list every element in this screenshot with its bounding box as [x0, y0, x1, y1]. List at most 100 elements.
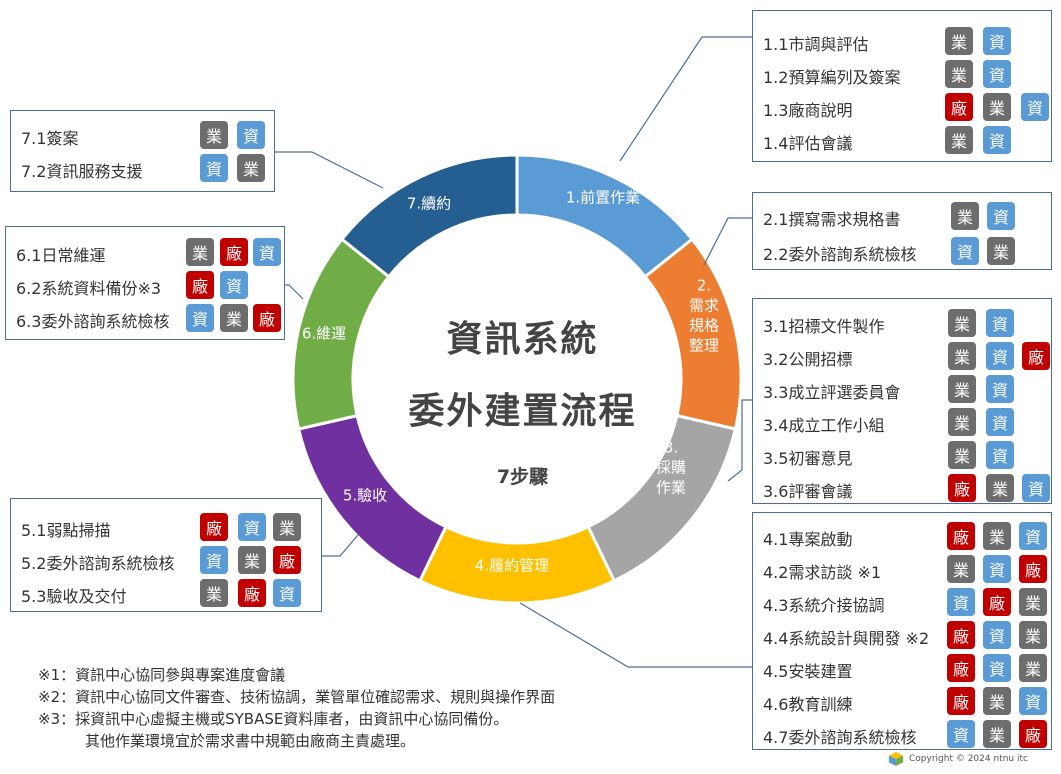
- copyright-text: Copyright © 2024 ntnu itc: [909, 754, 1028, 764]
- connector-step2: [703, 217, 752, 266]
- role-badge-ye: 業: [1019, 621, 1047, 649]
- role-badge-zi: 資: [200, 154, 228, 182]
- task-label: 3.4成立工作小組: [763, 416, 885, 435]
- task-label: 1.4評估會議: [763, 134, 853, 153]
- task-label: 4.3系統介接協調: [763, 596, 885, 615]
- role-badge-ch: 廠: [253, 304, 281, 332]
- role-badge-ye: 業: [200, 121, 228, 149]
- role-badge-ye: 業: [948, 342, 976, 370]
- role-badge-zi: 資: [1019, 522, 1047, 550]
- role-badge-ch: 廠: [238, 579, 266, 607]
- segment-label-4: 4.履約管理: [475, 557, 549, 575]
- connector-step6: [285, 284, 304, 300]
- role-badge-ye: 業: [948, 375, 976, 403]
- role-badge-zi: 資: [1021, 93, 1049, 121]
- role-badge-ch: 廠: [947, 654, 975, 682]
- role-badge-ch: 廠: [947, 687, 975, 715]
- role-badge-ye: 業: [951, 202, 979, 230]
- cube-logo-icon: [889, 752, 903, 766]
- role-badge-zi: 資: [983, 126, 1011, 154]
- connector-step1: [619, 36, 752, 162]
- role-badge-ye: 業: [983, 687, 1011, 715]
- task-label: 5.1弱點掃描: [21, 521, 111, 540]
- segment-label-3-line-1: 3.: [664, 439, 678, 457]
- footnote-1: ※1：資訊中心協同參與專案進度會議: [38, 666, 286, 684]
- task-label: 1.1市調與評估: [763, 35, 869, 54]
- task-label: 3.1招標文件製作: [763, 317, 885, 336]
- connector-step3: [727, 399, 752, 482]
- role-badge-zi: 資: [983, 555, 1011, 583]
- ring-segment-7: [339, 153, 519, 279]
- task-label: 7.1簽案: [21, 129, 79, 148]
- task-label: 4.7委外諮詢系統檢核: [763, 728, 917, 747]
- role-badge-ye: 業: [220, 304, 248, 332]
- role-badge-zi: 資: [986, 375, 1014, 403]
- role-badge-ch: 廠: [1022, 342, 1050, 370]
- role-badge-ye: 業: [983, 522, 1011, 550]
- center-subtitle: 7步驟: [496, 466, 549, 488]
- segment-label-2-line-1: 2.: [697, 277, 711, 295]
- task-label: 3.2公開招標: [763, 350, 853, 369]
- role-badge-zi: 資: [986, 342, 1014, 370]
- task-label: 6.2系統資料備份※3: [16, 279, 162, 298]
- role-badge-zi: 資: [986, 441, 1014, 469]
- role-badge-zi: 資: [200, 546, 228, 574]
- role-badge-ye: 業: [186, 238, 214, 266]
- role-badge-ye: 業: [1019, 654, 1047, 682]
- task-label: 7.2資訊服務支援: [21, 162, 143, 181]
- connector-step4: [519, 602, 752, 668]
- role-badge-zi: 資: [983, 654, 1011, 682]
- segment-label-2-line-4: 整理: [689, 337, 719, 355]
- segment-label-3-line-3: 作業: [656, 479, 686, 497]
- connector-step7: [275, 151, 384, 189]
- task-label: 3.5初審意見: [763, 449, 853, 468]
- role-badge-ch: 廠: [1019, 720, 1047, 748]
- role-badge-ye: 業: [948, 309, 976, 337]
- role-badge-ye: 業: [948, 441, 976, 469]
- segment-label-1: 1.前置作業: [566, 189, 640, 207]
- role-badge-ch: 廠: [220, 238, 248, 266]
- role-badge-zi: 資: [983, 621, 1011, 649]
- task-label: 2.2委外諮詢系統檢核: [763, 245, 917, 264]
- role-badge-ye: 業: [986, 474, 1014, 502]
- role-badge-ch: 廠: [273, 546, 301, 574]
- role-badge-ch: 廠: [947, 522, 975, 550]
- role-badge-ye: 業: [945, 60, 973, 88]
- task-label: 4.1專案啟動: [763, 530, 853, 549]
- role-badge-zi: 資: [220, 271, 248, 299]
- task-label: 5.2委外諮詢系統檢核: [21, 554, 175, 573]
- role-badge-ye: 業: [947, 555, 975, 583]
- role-badge-zi: 資: [983, 27, 1011, 55]
- segment-label-6: 6.維運: [302, 325, 346, 343]
- role-badge-ch: 廠: [947, 621, 975, 649]
- center-title-line2: 委外建置流程: [408, 391, 637, 432]
- role-badge-zi: 資: [986, 309, 1014, 337]
- task-label: 4.6教育訓練: [763, 695, 853, 714]
- task-label: 1.2預算編列及簽案: [763, 68, 901, 87]
- role-badge-zi: 資: [1022, 474, 1050, 502]
- segment-label-5: 5.驗收: [343, 487, 387, 505]
- role-badge-zi: 資: [237, 121, 265, 149]
- role-badge-ye: 業: [987, 237, 1015, 265]
- segment-label-2-line-3: 規格: [689, 317, 719, 335]
- role-badge-zi: 資: [947, 720, 975, 748]
- task-label: 6.1日常維運: [16, 246, 106, 265]
- role-badge-zi: 資: [186, 304, 214, 332]
- role-badge-zi: 資: [987, 202, 1015, 230]
- role-badge-ye: 業: [273, 513, 301, 541]
- role-badge-ye: 業: [200, 579, 228, 607]
- role-badge-ye: 業: [948, 408, 976, 436]
- role-badge-ye: 業: [1019, 588, 1047, 616]
- footnote-4: 其他作業環境宜於需求書中規範由廠商主責處理。: [85, 732, 416, 750]
- task-label: 6.3委外諮詢系統檢核: [16, 312, 170, 331]
- role-badge-zi: 資: [983, 60, 1011, 88]
- role-badge-ye: 業: [983, 93, 1011, 121]
- role-badge-zi: 資: [986, 408, 1014, 436]
- task-label: 4.4系統設計與開發 ※2: [763, 629, 930, 648]
- center-title-line1: 資訊系統: [446, 319, 599, 360]
